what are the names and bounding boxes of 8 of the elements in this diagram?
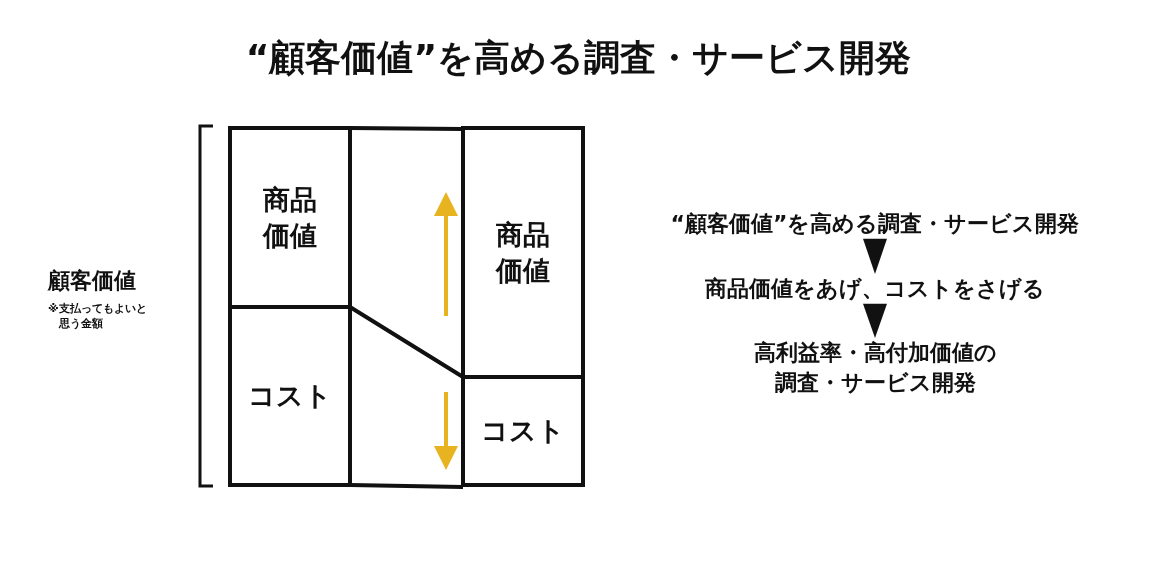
note: ※支払ってもよいと思う金額 xyxy=(48,302,148,332)
down-arrow xyxy=(863,238,887,274)
down-arrow xyxy=(863,303,887,338)
flow-text: 高利益率・高付加価値の調査・サービス開発 xyxy=(752,338,998,398)
flow-text: 商品価値をあげ、コストをさげる xyxy=(705,274,1045,304)
flow-text: “顧客価値”を高める調査・サービス開発 xyxy=(670,209,1080,239)
axis-label: 顧客価値 xyxy=(48,267,136,295)
title: “顧客価値”を高める調査・サービス開発 xyxy=(244,36,913,80)
